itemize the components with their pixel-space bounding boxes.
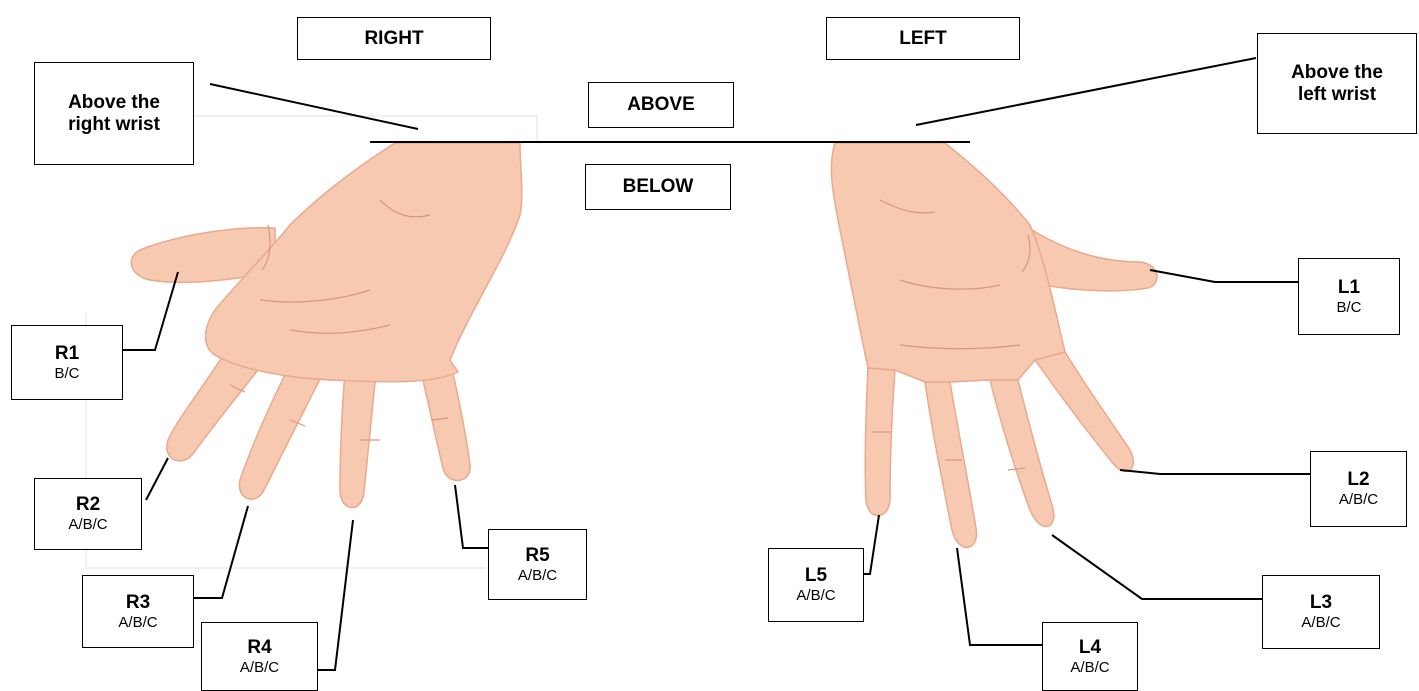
l3-code: A/B/C [1301, 614, 1340, 632]
r3-name: R3 [126, 592, 150, 614]
leader-l3 [1052, 535, 1262, 599]
finger-label-l5: L5 A/B/C [768, 548, 864, 622]
below-label: BELOW [585, 164, 731, 210]
above-left-wrist-label: Above the left wrist [1257, 33, 1417, 134]
r3-code: A/B/C [118, 614, 157, 632]
leader-r1 [123, 272, 178, 350]
l3-name: L3 [1310, 592, 1332, 614]
leader-r5 [455, 485, 488, 548]
r2-name: R2 [76, 494, 100, 516]
leader-above-left-wrist [916, 58, 1256, 125]
r5-name: R5 [525, 545, 549, 567]
finger-label-r3: R3 A/B/C [82, 575, 194, 648]
l4-code: A/B/C [1070, 659, 1109, 677]
finger-label-r4: R4 A/B/C [201, 622, 318, 691]
left-finger-5 [865, 368, 895, 516]
finger-label-l4: L4 A/B/C [1042, 622, 1138, 691]
leader-r2 [146, 458, 168, 500]
above-left-wrist-line1: Above the [1291, 62, 1383, 84]
finger-label-r1: R1 B/C [11, 325, 123, 400]
left-hand [831, 143, 1157, 547]
r5-code: A/B/C [518, 567, 557, 585]
above-right-wrist-line2: right wrist [68, 114, 160, 136]
right-hand [131, 143, 521, 508]
l4-name: L4 [1079, 637, 1101, 659]
finger-label-l2: L2 A/B/C [1310, 451, 1407, 527]
l2-code: A/B/C [1339, 491, 1378, 509]
left-palm [831, 143, 1065, 382]
leader-above-right-wrist [210, 84, 418, 129]
finger-label-r2: R2 A/B/C [34, 478, 142, 550]
right-label: RIGHT [297, 17, 491, 60]
left-finger-2 [1035, 352, 1133, 471]
l5-code: A/B/C [796, 587, 835, 605]
l1-name: L1 [1338, 277, 1360, 299]
finger-label-l3: L3 A/B/C [1262, 575, 1380, 649]
leader-l4 [957, 548, 1042, 645]
finger-label-r5: R5 A/B/C [488, 529, 587, 600]
l5-name: L5 [805, 565, 827, 587]
r4-name: R4 [247, 637, 271, 659]
l1-code: B/C [1336, 299, 1361, 317]
left-finger-3 [990, 380, 1054, 526]
leader-l2 [1120, 470, 1310, 474]
left-finger-4 [925, 382, 976, 547]
leader-r3 [194, 506, 248, 598]
leader-l1 [1150, 270, 1298, 282]
finger-label-l1: L1 B/C [1298, 258, 1400, 335]
above-right-wrist-line1: Above the [68, 92, 160, 114]
above-right-wrist-label: Above the right wrist [34, 62, 194, 165]
above-label: ABOVE [588, 82, 734, 128]
leader-r4 [318, 520, 353, 670]
left-label: LEFT [826, 17, 1020, 60]
leader-l5 [864, 515, 879, 574]
right-finger-3 [239, 365, 322, 499]
r1-name: R1 [55, 343, 79, 365]
above-left-wrist-line2: left wrist [1298, 84, 1376, 106]
r2-code: A/B/C [68, 516, 107, 534]
r4-code: A/B/C [240, 659, 279, 677]
r1-code: B/C [54, 365, 79, 383]
l2-name: L2 [1347, 469, 1369, 491]
